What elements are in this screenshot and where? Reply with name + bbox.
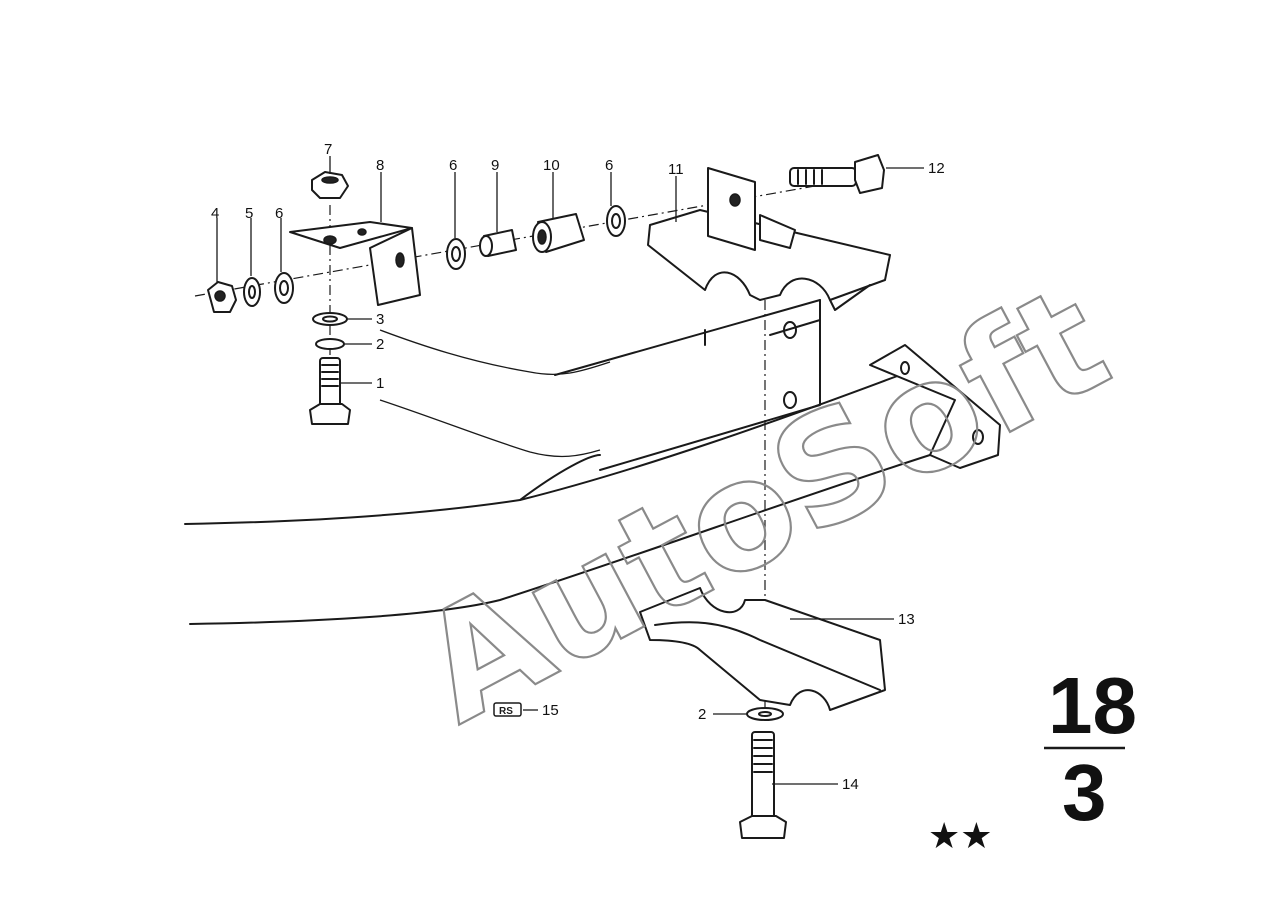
callout-10: 10	[543, 157, 560, 174]
lock-washer-2-lower	[746, 707, 784, 721]
callout-15: 15	[542, 702, 559, 719]
callout-6: 6	[605, 157, 613, 174]
callout-4: 4	[211, 205, 219, 222]
nut-7	[311, 171, 349, 199]
bolt-12	[789, 154, 885, 194]
end-flange	[869, 344, 1001, 469]
angle-bracket-8	[289, 221, 421, 306]
upper-mount-bracket	[647, 167, 891, 311]
callout-12: 12	[928, 160, 945, 177]
callout-labels: 4 5 6 7 8 6 9 10 6 11 12 3 2 1 13 2 14 1…	[211, 141, 945, 793]
washer-3	[312, 312, 348, 326]
star-rating: ★★	[928, 816, 993, 857]
svg-text:RS: RS	[499, 706, 513, 717]
lock-washer-2-upper	[315, 338, 345, 350]
page-number-top: 18	[1048, 661, 1137, 750]
callout-5: 5	[245, 205, 253, 222]
washer-5	[243, 277, 261, 307]
support-plate	[554, 299, 821, 471]
callout-7: 7	[324, 141, 332, 158]
bushing-10	[532, 213, 585, 253]
washer-6-middle	[446, 238, 466, 270]
leader-lines	[216, 156, 924, 785]
callout-2: 2	[376, 336, 384, 353]
callout-9: 9	[491, 157, 499, 174]
callout-1: 1	[376, 375, 384, 392]
callout-8: 8	[376, 157, 384, 174]
rs-badge: RS	[493, 702, 522, 717]
bolt-1	[309, 357, 351, 425]
washer-6-left	[274, 272, 294, 304]
page-number: 18 3	[1044, 661, 1137, 837]
callout-2: 2	[698, 706, 706, 723]
callout-14: 14	[842, 776, 859, 793]
nut-4	[207, 281, 237, 313]
callout-13: 13	[898, 611, 915, 628]
washer-6-right	[606, 205, 626, 237]
callout-6: 6	[275, 205, 283, 222]
callout-3: 3	[376, 311, 384, 328]
callout-6: 6	[449, 157, 457, 174]
page-number-bottom: 3	[1062, 748, 1107, 837]
bolt-14	[739, 731, 787, 839]
sleeve-9	[479, 229, 517, 257]
lower-clamp-13	[639, 587, 886, 711]
callout-11: 11	[668, 161, 684, 178]
